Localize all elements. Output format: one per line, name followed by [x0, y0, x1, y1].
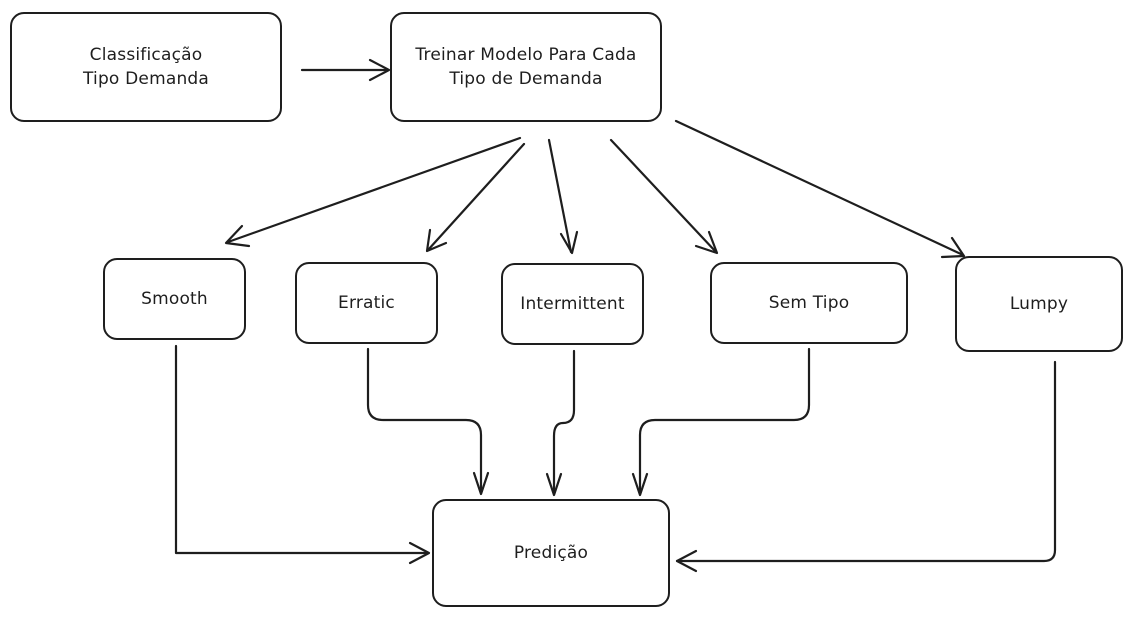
edge-treinar-to-sem-tipo	[609, 138, 719, 255]
edge-lumpy-to-predicao	[675, 360, 1057, 573]
edge-erratic-to-predicao	[366, 347, 490, 496]
node-predicao: Predição	[432, 499, 670, 607]
node-label: Sem Tipo	[768, 293, 850, 313]
node-smooth: Smooth	[103, 258, 246, 340]
node-sem-tipo: Sem Tipo	[710, 262, 908, 344]
edge-classificacao-to-treinar	[300, 58, 391, 82]
node-classificacao-tipo-demanda: Classificação Tipo Demanda	[10, 12, 282, 122]
edge-treinar-to-intermittent	[547, 138, 579, 255]
edge-treinar-to-lumpy	[674, 119, 966, 259]
edge-sem-tipo-to-predicao	[631, 347, 811, 497]
edge-treinar-to-erratic	[425, 142, 526, 253]
node-label: Lumpy	[1009, 294, 1069, 314]
node-label: Smooth	[141, 289, 208, 309]
edge-intermittent-to-predicao	[545, 349, 576, 497]
node-treinar-modelo: Treinar Modelo Para Cada Tipo de Demanda	[390, 12, 662, 122]
node-label: Classificação Tipo Demanda	[82, 45, 210, 89]
edge-smooth-to-predicao	[174, 344, 431, 565]
node-label: Intermittent	[520, 294, 625, 314]
node-label: Predição	[513, 543, 589, 563]
node-lumpy: Lumpy	[955, 256, 1123, 352]
node-intermittent: Intermittent	[501, 263, 644, 345]
node-label: Treinar Modelo Para Cada Tipo de Demanda	[415, 45, 637, 89]
node-erratic: Erratic	[295, 262, 438, 344]
edge-treinar-to-smooth	[224, 136, 522, 248]
node-label: Erratic	[338, 293, 395, 313]
